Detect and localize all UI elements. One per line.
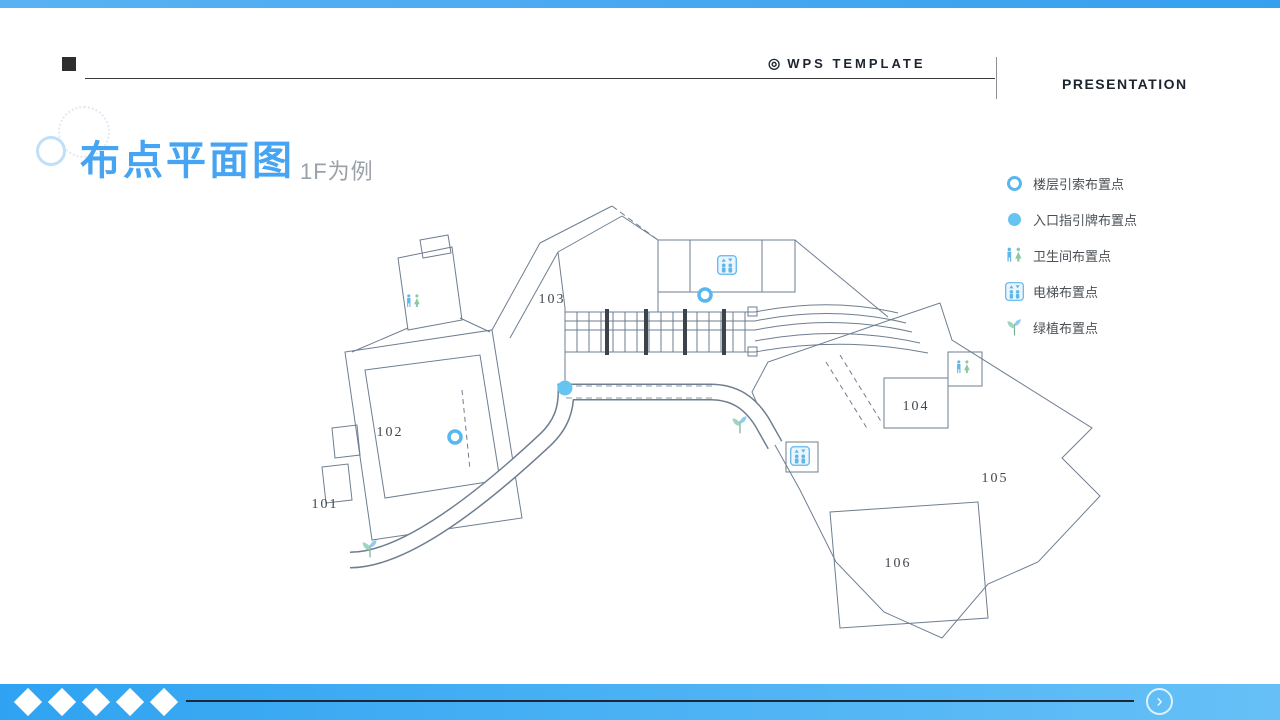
room-labels: 101 102 103 104 105 106: [312, 292, 1009, 571]
legend-item-elevator: 电梯布置点: [1002, 278, 1137, 304]
plan-overlays: [361, 255, 970, 558]
page-title: 布点平面图: [80, 139, 295, 183]
bottom-accent-bar: ›: [0, 684, 1280, 720]
title-dotted-decoration: [58, 106, 110, 158]
room-label-101: 101: [312, 497, 339, 512]
header-square-decoration: [62, 57, 76, 71]
restroom-block-left: [351, 234, 491, 353]
wps-logo-icon: ◎: [768, 55, 781, 71]
footer-divider-line: [186, 700, 1134, 702]
diamond-icon: [149, 687, 179, 717]
legend-item-plant: 绿植布置点: [1002, 314, 1137, 340]
diamond-icon: [81, 687, 111, 717]
right-wing: [751, 302, 1101, 639]
room-label-103: 103: [539, 292, 566, 307]
diamond-icon: [47, 687, 77, 717]
header-vertical-divider: [996, 57, 997, 99]
room-label-106: 106: [885, 556, 912, 571]
entrance-sign-marker: [557, 380, 573, 396]
elevator-icon: [790, 446, 810, 466]
brand-text: WPS TEMPLATE: [787, 56, 926, 71]
restroom-icon: [957, 360, 970, 373]
diagonal-walls: [491, 205, 659, 339]
top-structure: [657, 239, 889, 318]
floor-index-marker: [447, 429, 463, 445]
legend-label: 入口指引牌布置点: [1033, 212, 1138, 228]
chevron-right-icon: ›: [1156, 690, 1163, 711]
legend-label: 楼层引索布置点: [1033, 176, 1125, 192]
floor-index-marker: [697, 287, 713, 303]
legend-label: 卫生间布置点: [1033, 248, 1112, 264]
floor-plan: 101 102 103 104 105 106: [312, 205, 1101, 639]
header-divider-line: [85, 78, 995, 79]
presentation-label: PRESENTATION: [1062, 76, 1188, 92]
hollow-circle-icon: [1002, 175, 1026, 191]
room-label-104: 104: [903, 399, 930, 414]
filled-circle-icon: [1002, 212, 1026, 226]
legend: 楼层引索布置点 入口指引牌布置点 卫生间布置点 电梯布置点 绿植布置点: [1002, 170, 1137, 350]
next-button[interactable]: ›: [1146, 688, 1173, 715]
room-label-102: 102: [377, 425, 404, 440]
wps-template-label: ◎ WPS TEMPLATE: [768, 55, 926, 72]
corridor: [349, 383, 783, 569]
title-ring-decoration: [36, 136, 66, 166]
room-label-105: 105: [982, 471, 1009, 486]
left-wing: [321, 329, 523, 541]
legend-label: 电梯布置点: [1033, 284, 1099, 300]
page-subtitle: 1F为例: [300, 159, 374, 184]
legend-item-floor-index: 楼层引索布置点: [1002, 170, 1137, 196]
legend-label: 绿植布置点: [1033, 320, 1099, 336]
legend-item-entrance-sign: 入口指引牌布置点: [1002, 206, 1137, 232]
diamond-decoration: [13, 687, 179, 717]
top-accent-bar: [0, 0, 1280, 8]
diamond-icon: [13, 687, 43, 717]
plant-icon: [731, 415, 748, 434]
diamond-icon: [115, 687, 145, 717]
legend-item-restroom: 卫生间布置点: [1002, 242, 1137, 268]
stairs: [564, 304, 929, 385]
restroom-icon: [407, 294, 420, 307]
elevator-icon: [717, 255, 737, 275]
